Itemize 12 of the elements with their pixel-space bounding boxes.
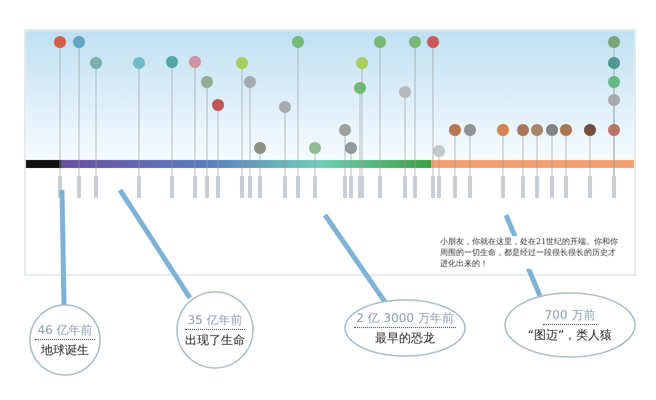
event-label: 出现了生命: [185, 332, 245, 348]
date-label: 700 万前: [542, 306, 598, 324]
leader-line: [322, 214, 388, 304]
leader-line: [60, 190, 66, 306]
date-label: 2 亿 3000 万年前: [354, 310, 456, 328]
date-label: 46 亿年前: [35, 322, 95, 340]
note-text: 小朋友，你就在这里，处在21世纪的开端。你和你周围的一切生命，都是经过一段很长很长的历史才进化出来的！: [440, 236, 620, 269]
leader-line: [118, 188, 192, 300]
event-label: 地球诞生: [41, 342, 89, 358]
date-label: 35 亿年前: [185, 312, 245, 330]
event-label: “图迈”，类人猿: [528, 326, 612, 344]
event-label: 最早的恐龙: [375, 330, 435, 346]
